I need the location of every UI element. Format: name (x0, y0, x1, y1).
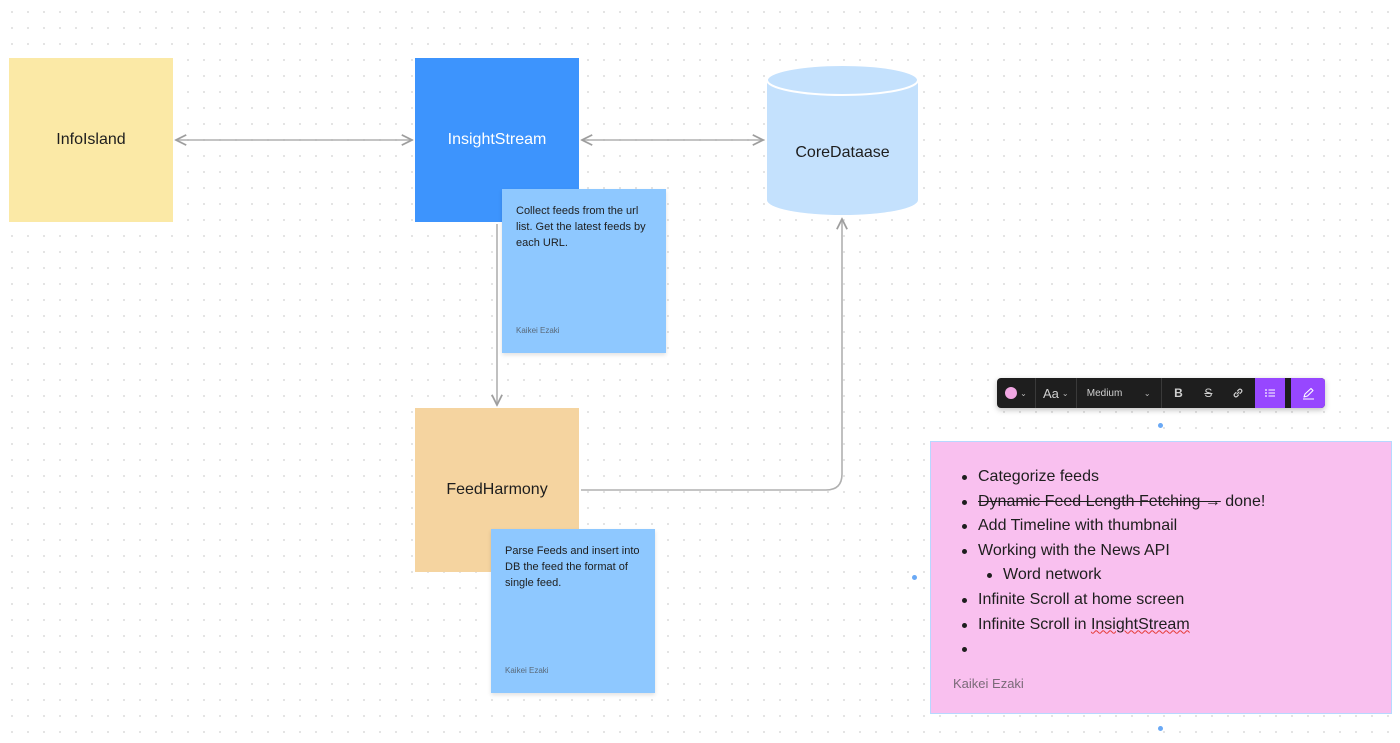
toolbar-divider (1034, 378, 1036, 408)
cylinder-shape (766, 64, 919, 216)
insightstream-label: InsightStream (447, 131, 547, 148)
strikethrough-button[interactable]: S (1195, 378, 1221, 408)
spellcheck-flagged-word: InsightStream (1090, 615, 1190, 633)
list-item[interactable]: Categorize feeds (961, 465, 1265, 490)
todo-sticky-note[interactable]: Categorize feeds Dynamic Feed Length Fet… (930, 441, 1392, 714)
infoisland-node[interactable]: InfoIsland (9, 58, 173, 222)
text-format-toolbar: ⌄ Aa ⌄ Medium ⌄ B S (997, 378, 1325, 408)
sticky-note-text: Collect feeds from the url list. Get the… (516, 205, 646, 249)
toolbar-divider (1160, 378, 1162, 408)
bulleted-list-icon (1265, 389, 1276, 397)
coredatabase-node[interactable]: CoreDataase (766, 64, 919, 216)
list-item[interactable]: Infinite Scroll in InsightStream (961, 613, 1265, 638)
chevron-down-icon: ⌄ (1143, 388, 1151, 398)
font-family-button[interactable]: Aa ⌄ (1036, 378, 1076, 408)
list-item-nested[interactable]: Word network (986, 563, 1265, 588)
resize-handle-bottom[interactable] (1158, 726, 1163, 731)
sticky-note-collect-feeds[interactable]: Collect feeds from the url list. Get the… (502, 189, 666, 353)
font-label: Aa (1043, 385, 1059, 401)
pen-icon (1302, 387, 1314, 400)
bold-label: B (1174, 386, 1183, 400)
bold-button[interactable]: B (1162, 378, 1196, 408)
struck-text: Dynamic Feed Length Fetching → (978, 492, 1221, 510)
list-item[interactable]: Add Timeline with thumbnail (961, 514, 1265, 539)
resize-handle-top[interactable] (1158, 423, 1163, 428)
sticky-note-author: Kaikei Ezaki (505, 666, 549, 675)
link-icon (1233, 388, 1243, 398)
color-dot-icon (1005, 387, 1018, 399)
coredatabase-label: CoreDataase (795, 144, 890, 161)
sticky-note-parse-feeds[interactable]: Parse Feeds and insert into DB the feed … (491, 529, 655, 693)
sticky-note-author: Kaikei Ezaki (953, 676, 1024, 691)
list-item[interactable]: Infinite Scroll at home screen (961, 588, 1265, 613)
highlight-button[interactable] (1291, 378, 1325, 408)
list-item[interactable]: Working with the News API (961, 539, 1265, 564)
font-size-label: Medium (1086, 387, 1123, 399)
infoisland-label: InfoIsland (56, 131, 126, 148)
toolbar-divider (1285, 378, 1292, 408)
list-item[interactable]: Dynamic Feed Length Fetching → done! (961, 490, 1265, 515)
toolbar-divider (1075, 378, 1077, 408)
color-picker-button[interactable]: ⌄ (997, 378, 1035, 408)
resize-handle-left[interactable] (912, 575, 917, 580)
strikethrough-label: S (1204, 386, 1213, 400)
sticky-note-text: Parse Feeds and insert into DB the feed … (505, 545, 640, 589)
font-size-select[interactable]: Medium ⌄ (1077, 378, 1161, 408)
chevron-down-icon: ⌄ (1061, 388, 1069, 398)
link-button[interactable] (1221, 378, 1255, 408)
feedharmony-label: FeedHarmony (446, 481, 548, 498)
todo-list[interactable]: Categorize feeds Dynamic Feed Length Fet… (961, 465, 1265, 653)
chevron-down-icon: ⌄ (1020, 388, 1027, 398)
sticky-note-author: Kaikei Ezaki (516, 326, 560, 335)
bulleted-list-button[interactable] (1255, 378, 1286, 408)
